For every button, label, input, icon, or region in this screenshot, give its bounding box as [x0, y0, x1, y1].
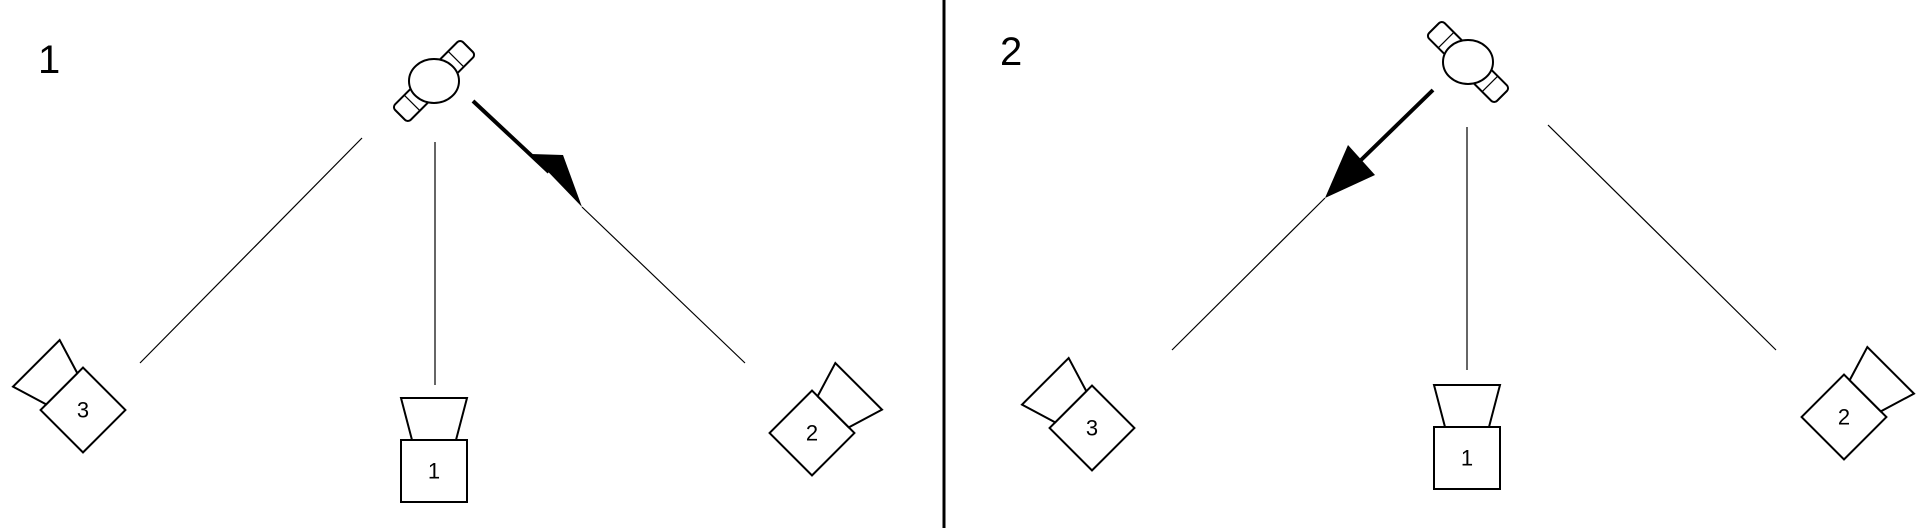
speaker-icon: 3	[1020, 356, 1136, 472]
microphone-icon	[392, 39, 476, 123]
connection-line-right	[581, 206, 746, 364]
speaker-icon: 2	[1800, 345, 1916, 461]
panel-1-label: 1	[38, 38, 60, 82]
speaker-icon: 1	[1432, 384, 1502, 490]
panel-2-label: 2	[1000, 30, 1022, 74]
connection-line-left	[139, 137, 363, 364]
panel-1: 1 3 1	[11, 38, 884, 503]
speaker-2-label: 2	[1838, 405, 1850, 430]
speaker-2-label: 2	[806, 421, 818, 446]
connection-line-right	[1547, 124, 1777, 351]
speaker-1-label: 1	[428, 459, 440, 484]
direction-arrow	[1325, 88, 1435, 198]
speaker-icon: 1	[399, 397, 469, 503]
direction-arrow	[471, 99, 582, 207]
speaker-3-label: 3	[77, 398, 89, 423]
speaker-3-label: 3	[1086, 416, 1098, 441]
panel-2: 2 3 1	[1000, 20, 1916, 490]
microphone-icon	[1426, 20, 1510, 104]
speaker-icon: 3	[11, 338, 127, 454]
speaker-icon: 2	[768, 361, 884, 477]
connection-line-left	[1171, 197, 1326, 351]
speaker-1-label: 1	[1461, 446, 1473, 471]
